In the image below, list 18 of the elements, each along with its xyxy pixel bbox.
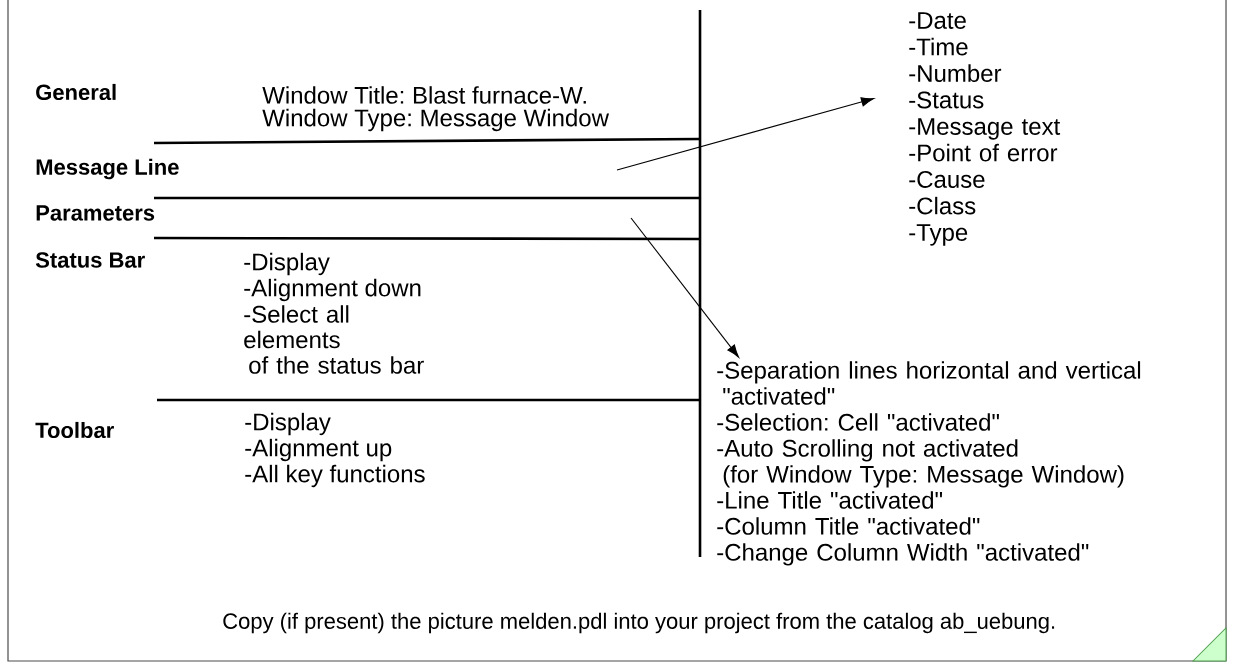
list-text: Window Type: Message Window: [262, 108, 609, 132]
settings-list: -Separation lines horizontal and vertical "activated" -Selection: Cell "activated" -Auto Scrolling not activated (for Window Type: Message Window) -Line Title "activated" -Column Title "activated" -Change Column Width "activated": [717, 361, 1141, 566]
list-text: Window Title: Blast furnace-W.: [262, 86, 586, 104]
field-list: -Date -Time -Number -Status -Message text -Point of error -Cause -Class -Type: [909, 12, 1061, 246]
list-text: -Alignment up: [245, 438, 392, 462]
note-text: Copy (if present) the picture melden.pdl into your project from the catalog ab_uebung.: [223, 612, 1055, 634]
list-text: -Display: [245, 412, 331, 436]
section-heading: Parameters: [36, 205, 155, 221]
section-heading: Message Line: [36, 158, 179, 180]
list-text: -Alignment down: [244, 278, 421, 302]
list-text: -Display: [244, 252, 330, 276]
list-text: -All key functions: [245, 464, 425, 488]
section-heading: Status Bar: [35, 252, 145, 268]
section-heading: General: [36, 83, 116, 101]
list-text: -Select all elements of the status bar: [244, 305, 424, 374]
section-heading: Toolbar: [35, 421, 114, 439]
arrow: [630, 217, 739, 358]
arrow: [616, 97, 875, 171]
